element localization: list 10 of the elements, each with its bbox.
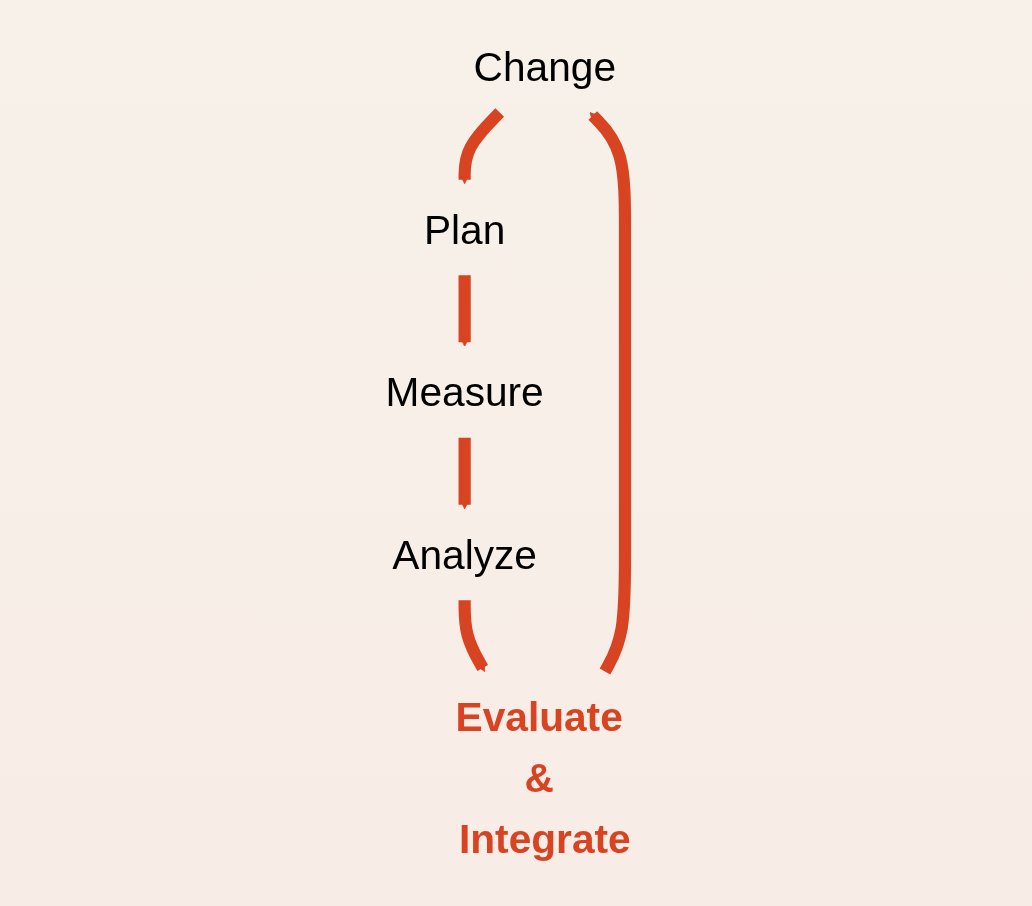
arrow <box>458 600 488 672</box>
arrow <box>458 275 471 347</box>
node-text: Plan <box>423 207 506 252</box>
node-text: Measure <box>385 369 544 415</box>
arrow <box>458 108 505 185</box>
node-text: Evaluate & Integrate <box>455 694 631 862</box>
arrow <box>458 437 471 510</box>
arrow <box>588 111 632 675</box>
node-text: Analyze <box>392 532 537 577</box>
node-text: Change <box>473 44 617 90</box>
